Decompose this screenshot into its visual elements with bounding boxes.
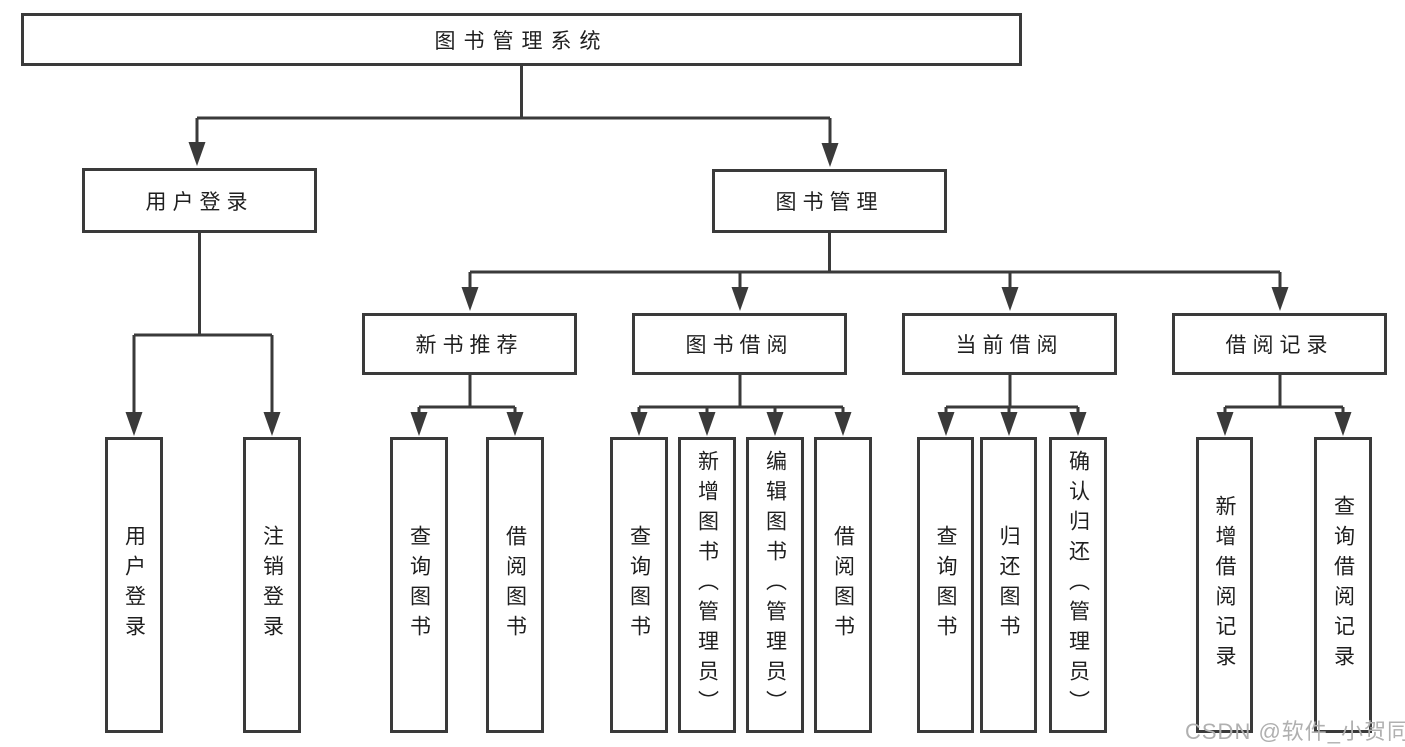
- leaf-query-borrow-record: 查询借阅记录: [1314, 437, 1372, 733]
- node-current-borrow: 当前借阅: [902, 313, 1117, 375]
- node-label: 查询图书: [627, 525, 651, 645]
- node-label: 用户登录: [122, 525, 146, 645]
- arrow-stems-group-c: [637, 407, 845, 414]
- leaf-borrow-books-2: 借阅图书: [814, 437, 872, 733]
- node-label: 图书借阅: [685, 334, 794, 357]
- node-borrow-records: 借阅记录: [1172, 313, 1387, 375]
- leaf-query-books-2: 查询图书: [610, 437, 668, 733]
- leaf-add-borrow-record: 新增借阅记录: [1196, 437, 1253, 733]
- leaf-borrow-books: 借阅图书: [486, 437, 544, 733]
- node-label: 图书管理系统: [434, 29, 609, 53]
- node-label: 借阅图书: [503, 525, 527, 645]
- arrowheads: [125, 142, 1352, 436]
- node-label: 编辑图书（管理员）: [763, 450, 787, 720]
- node-label: 查询借阅记录: [1331, 495, 1355, 675]
- leaf-query-books: 查询图书: [390, 437, 448, 733]
- leaf-user-login: 用户登录: [105, 437, 163, 733]
- node-label: 查询图书: [934, 525, 957, 645]
- node-book-borrow: 图书借阅: [632, 313, 847, 375]
- node-label: 查询图书: [407, 525, 431, 645]
- node-label: 注销登录: [260, 525, 284, 645]
- node-label: 确认归还（管理员）: [1066, 450, 1090, 720]
- node-label: 图书管理: [775, 191, 884, 214]
- leaf-query-books-3: 查询图书: [917, 437, 974, 733]
- node-label: 归还图书: [997, 525, 1020, 645]
- node-library-management-system: 图书管理系统: [21, 13, 1022, 66]
- node-label: 当前借阅: [955, 334, 1064, 357]
- node-label: 借阅图书: [831, 525, 855, 645]
- leaf-return-book: 归还图书: [980, 437, 1037, 733]
- node-user-login: 用户登录: [82, 168, 317, 233]
- leaf-logout: 注销登录: [243, 437, 301, 733]
- leaf-confirm-return-admin: 确认归还（管理员）: [1049, 437, 1107, 733]
- node-label: 新书推荐: [415, 334, 524, 357]
- node-label: 借阅记录: [1225, 334, 1334, 357]
- node-label: 新增借阅记录: [1213, 495, 1236, 675]
- node-book-management: 图书管理: [712, 169, 947, 233]
- node-label: 新增图书（管理员）: [695, 450, 719, 720]
- node-new-book-recommend: 新书推荐: [362, 313, 577, 375]
- leaf-add-book-admin: 新增图书（管理员）: [678, 437, 736, 733]
- node-label: 用户登录: [145, 190, 254, 214]
- leaf-edit-book-admin: 编辑图书（管理员）: [746, 437, 804, 733]
